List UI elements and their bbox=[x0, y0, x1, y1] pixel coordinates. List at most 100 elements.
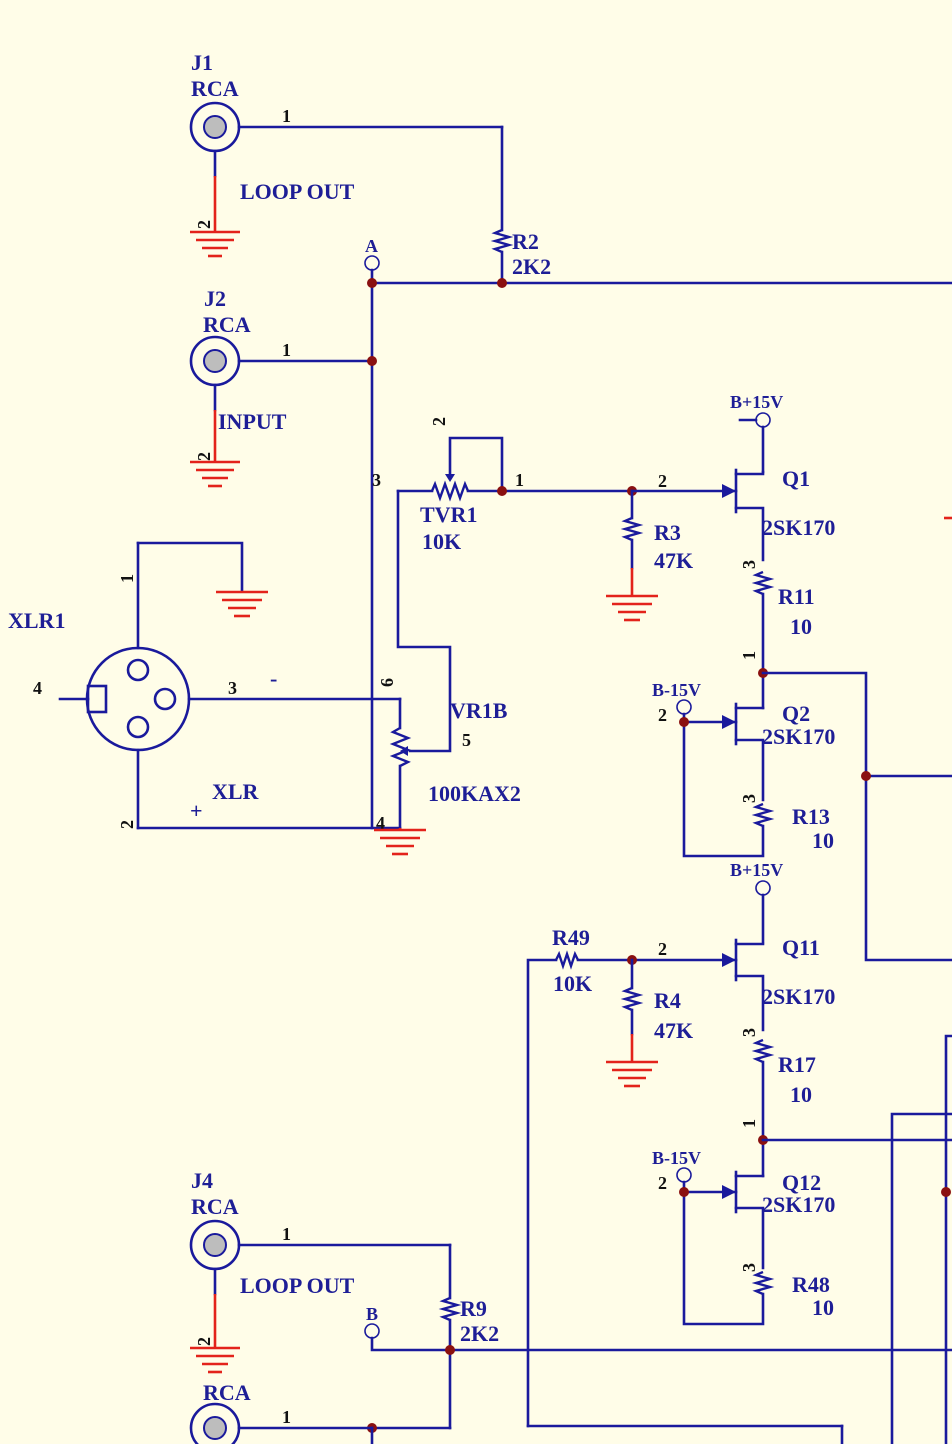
wire-vr1b-wiper bbox=[396, 489, 452, 753]
j1-ref-label: J1 bbox=[191, 50, 213, 75]
port-b bbox=[364, 1323, 380, 1339]
resistor-r48 bbox=[751, 1270, 775, 1296]
r49-value-label: 10K bbox=[553, 971, 592, 996]
xlr-pin-2: 2 bbox=[117, 820, 137, 829]
r4-ref-label: R4 bbox=[654, 988, 681, 1013]
resistor-r3 bbox=[620, 516, 644, 542]
r2-value-label: 2K2 bbox=[512, 254, 551, 279]
resistor-r4 bbox=[620, 986, 644, 1012]
j4-type-label: RCA bbox=[191, 1194, 239, 1219]
resistor-r9 bbox=[438, 1296, 462, 1322]
junction-r9 bbox=[445, 1345, 455, 1355]
vr1b-value-label: 100KAX2 bbox=[428, 781, 521, 806]
q12-supply-port bbox=[676, 1167, 692, 1183]
xlr-pin-1: 1 bbox=[117, 574, 137, 583]
port-a bbox=[364, 255, 380, 271]
jfet-q12 bbox=[682, 1170, 765, 1326]
j2-pin-1: 1 bbox=[282, 340, 291, 360]
r9-ref-label: R9 bbox=[460, 1296, 487, 1321]
j2-note-label: INPUT bbox=[218, 409, 287, 434]
junction-q12-gate bbox=[679, 1187, 689, 1197]
tvr1-pin-2: 2 bbox=[429, 417, 449, 426]
j1-note-label: LOOP OUT bbox=[240, 179, 355, 204]
j4-ref-label: J4 bbox=[191, 1168, 213, 1193]
j5-type-label: RCA bbox=[203, 1380, 251, 1405]
xlr-pin-4: 4 bbox=[33, 678, 42, 698]
r2-ref-label: R2 bbox=[512, 229, 539, 254]
junction-output bbox=[861, 771, 871, 781]
r49-ref-label: R49 bbox=[552, 925, 590, 950]
q11-supply-port bbox=[755, 880, 771, 896]
r13-value-label: 10 bbox=[812, 828, 834, 853]
q12-pin-gate: 2 bbox=[658, 1173, 667, 1193]
q12-pin-source: 3 bbox=[739, 1263, 759, 1272]
connector-j4 bbox=[189, 1219, 452, 1348]
q2-pin-source: 3 bbox=[739, 794, 759, 803]
tvr1-pin-3: 3 bbox=[372, 470, 381, 490]
q12-part-label: 2SK170 bbox=[762, 1192, 835, 1217]
jfet-q1 bbox=[630, 468, 765, 562]
q2-pin-gate: 2 bbox=[658, 705, 667, 725]
q2-supply-label: B-15V bbox=[652, 680, 701, 700]
port-a-label: A bbox=[365, 236, 378, 256]
jfet-q11 bbox=[630, 938, 765, 1032]
pot-vr1b bbox=[389, 726, 412, 768]
wire-r49-left bbox=[526, 958, 558, 1428]
j4-pin-1: 1 bbox=[282, 1224, 291, 1244]
tvr1-wiper-arrow bbox=[445, 474, 455, 482]
tvr1-value-label: 10K bbox=[422, 529, 461, 554]
r3-ref-label: R3 bbox=[654, 520, 681, 545]
j2-ref-label: J2 bbox=[204, 286, 226, 311]
j5-pin-1: 1 bbox=[282, 1407, 291, 1427]
jfet-q2 bbox=[682, 702, 765, 858]
q11-pin-drain: 1 bbox=[739, 1119, 759, 1128]
q11-pin-source: 3 bbox=[739, 1028, 759, 1037]
q1-supply-label: B+15V bbox=[730, 392, 783, 412]
connector-j5 bbox=[189, 1402, 374, 1444]
q1-supply-port bbox=[755, 412, 771, 428]
r11-ref-label: R11 bbox=[778, 584, 815, 609]
q1-ref-label: Q1 bbox=[782, 466, 810, 491]
xlr-plus-label: + bbox=[190, 798, 203, 823]
q12-supply-label: B-15V bbox=[652, 1148, 701, 1168]
vr1b-ref-label: VR1B bbox=[450, 698, 508, 723]
resistor-r11 bbox=[751, 570, 775, 596]
junction-a-top bbox=[367, 278, 377, 288]
resistor-r2 bbox=[490, 228, 514, 254]
ground-symbol-j2 bbox=[190, 460, 240, 488]
j1-pin-2: 2 bbox=[194, 220, 214, 229]
q11-part-label: 2SK170 bbox=[762, 984, 835, 1009]
r3-value-label: 47K bbox=[654, 548, 693, 573]
j2-type-label: RCA bbox=[203, 312, 251, 337]
wire-right-bus-2 bbox=[944, 1034, 952, 1444]
r4-value-label: 47K bbox=[654, 1018, 693, 1043]
junction-tvr1 bbox=[497, 486, 507, 496]
xlr-label: XLR bbox=[212, 779, 260, 804]
q2-supply-port bbox=[676, 699, 692, 715]
r13-ref-label: R13 bbox=[792, 804, 830, 829]
tvr1-pin-1: 1 bbox=[515, 470, 524, 490]
wire-right-bus-1 bbox=[890, 1112, 952, 1444]
r48-ref-label: R48 bbox=[792, 1272, 830, 1297]
junction-q2-gate bbox=[679, 717, 689, 727]
j1-type-label: RCA bbox=[191, 76, 239, 101]
ground-symbol-vr bbox=[374, 828, 426, 856]
r11-value-label: 10 bbox=[790, 614, 812, 639]
vr1b-wiper-arrow bbox=[400, 746, 408, 756]
r9-value-label: 2K2 bbox=[460, 1321, 499, 1346]
junction-r2 bbox=[497, 278, 507, 288]
ground-symbol-j4 bbox=[190, 1346, 240, 1374]
connector-xlr1 bbox=[58, 541, 402, 830]
r17-ref-label: R17 bbox=[778, 1052, 816, 1077]
q1-part-label: 2SK170 bbox=[762, 515, 835, 540]
q12-ref-label: Q12 bbox=[782, 1170, 821, 1195]
connector-j2 bbox=[189, 335, 374, 462]
ground-symbol-xlr bbox=[216, 590, 268, 618]
vr-pin-6: 6 bbox=[377, 678, 397, 687]
q11-supply-label: B+15V bbox=[730, 860, 783, 880]
wire-tvr1-wiper bbox=[448, 436, 504, 493]
wire-output-upper bbox=[761, 671, 952, 962]
j1-pin-1: 1 bbox=[282, 106, 291, 126]
j4-pin-2: 2 bbox=[194, 1337, 214, 1346]
